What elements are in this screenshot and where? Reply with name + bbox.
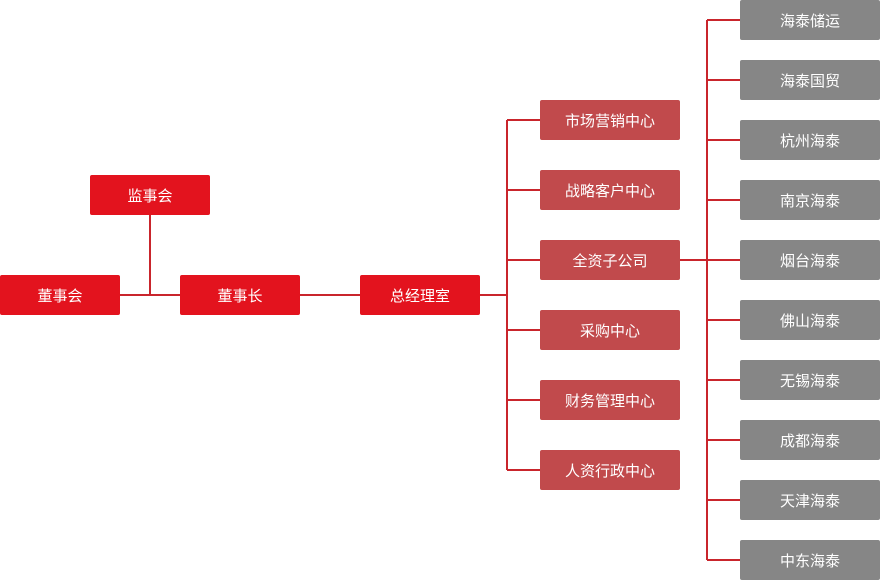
node-center-finance: 财务管理中心 bbox=[540, 380, 680, 420]
node-subsidiary-6: 佛山海泰 bbox=[740, 300, 880, 340]
node-subsidiary-3: 杭州海泰 bbox=[740, 120, 880, 160]
node-center-marketing: 市场营销中心 bbox=[540, 100, 680, 140]
node-subsidiary-7: 无锡海泰 bbox=[740, 360, 880, 400]
node-subsidiary-5: 烟台海泰 bbox=[740, 240, 880, 280]
node-subsidiary-1: 海泰储运 bbox=[740, 0, 880, 40]
node-supervisory-board: 监事会 bbox=[90, 175, 210, 215]
node-gm-office: 总经理室 bbox=[360, 275, 480, 315]
node-subsidiary-4: 南京海泰 bbox=[740, 180, 880, 220]
node-center-procurement: 采购中心 bbox=[540, 310, 680, 350]
node-subsidiary-9: 天津海泰 bbox=[740, 480, 880, 520]
node-subsidiary-10: 中东海泰 bbox=[740, 540, 880, 580]
node-center-hr-admin: 人资行政中心 bbox=[540, 450, 680, 490]
node-chairman: 董事长 bbox=[180, 275, 300, 315]
node-board: 董事会 bbox=[0, 275, 120, 315]
node-subsidiary-8: 成都海泰 bbox=[740, 420, 880, 460]
node-center-strategic-clients: 战略客户中心 bbox=[540, 170, 680, 210]
node-center-subsidiaries: 全资子公司 bbox=[540, 240, 680, 280]
node-subsidiary-2: 海泰国贸 bbox=[740, 60, 880, 100]
